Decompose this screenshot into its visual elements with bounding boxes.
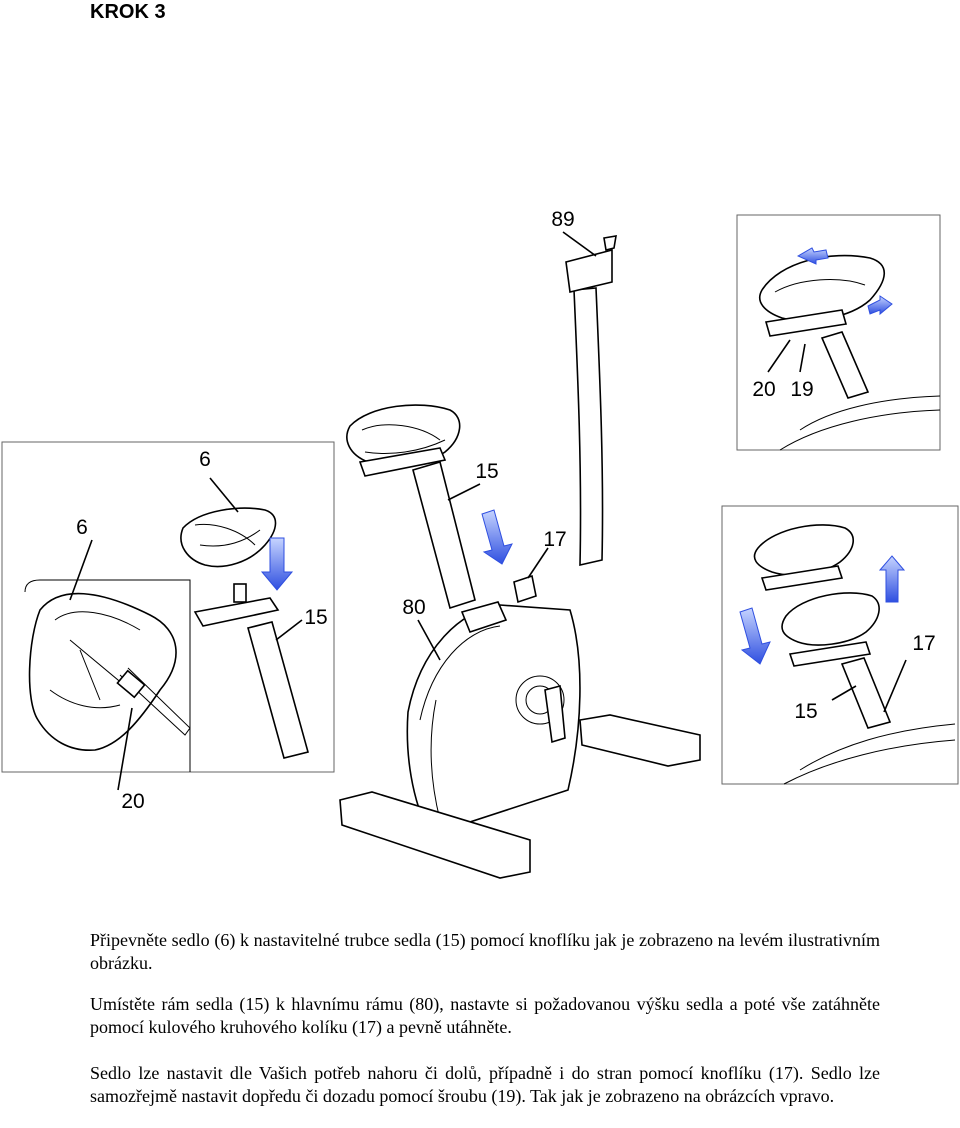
- callout-20-left: 20: [121, 790, 144, 813]
- leader-15-bottom: [831, 685, 857, 701]
- seat-upper: [753, 524, 854, 576]
- screw-89: [603, 235, 617, 251]
- seat-underside: [28, 592, 177, 751]
- callout-17-main: 17: [543, 528, 566, 551]
- arrow-down-icon: [481, 509, 513, 565]
- left-detail-panel: 6 6 15 20: [1, 441, 335, 813]
- slider-upper: [760, 565, 844, 591]
- leader-20-top: [767, 339, 791, 373]
- knob-17: [513, 574, 537, 604]
- leader-6-left: [69, 539, 93, 601]
- leader-15-left: [275, 619, 303, 641]
- arrow-down-icon: [260, 537, 294, 591]
- slider-lower: [788, 641, 872, 667]
- post-top-right: [820, 331, 870, 399]
- seat-socket: [460, 601, 508, 633]
- flywheel-hub: [515, 675, 565, 725]
- callout-6-top: 6: [199, 448, 211, 471]
- seat-tube-15: [412, 460, 476, 610]
- callout-15-left: 15: [304, 606, 327, 629]
- seat-part-6: [180, 507, 277, 568]
- instruction-paragraph-3: Sedlo lze nastavit dle Vašich potřeb nah…: [90, 1063, 880, 1106]
- slider-top-right: [764, 309, 848, 337]
- front-foot: [339, 791, 531, 879]
- arrow-up-icon: [878, 555, 906, 603]
- callout-89: 89: [551, 208, 574, 231]
- callout-17-bottom-right: 17: [912, 632, 935, 655]
- zoom-box: [24, 579, 191, 772]
- callout-20-top-right: 20: [752, 378, 775, 401]
- top-right-panel: 20 19: [736, 214, 941, 451]
- callout-15-bottom-right: 15: [794, 700, 817, 723]
- instruction-paragraph-1: Připevněte sedlo (6) k nastavitelné trub…: [90, 930, 880, 973]
- leader-89: [562, 231, 597, 257]
- arrow-left-icon: [796, 247, 829, 265]
- arrow-down-icon: [739, 607, 771, 665]
- leader-17-main: [527, 547, 549, 579]
- instruction-paragraph-2: Umístěte rám sedla (15) k hlavnímu rámu …: [90, 994, 880, 1037]
- slider-knob: [233, 583, 247, 603]
- callout-80: 80: [402, 596, 425, 619]
- leader-17-bottom: [883, 659, 907, 713]
- leader-15-main: [447, 483, 481, 501]
- arrow-right-icon: [867, 295, 893, 316]
- post-bottom-right: [840, 657, 892, 729]
- leader-80: [417, 619, 441, 661]
- step-heading: KROK 3: [90, 1, 166, 23]
- leader-19-top: [799, 343, 806, 373]
- leader-20: [117, 707, 133, 791]
- main-frame-80: [406, 604, 581, 836]
- callout-19-top-right: 19: [790, 378, 813, 401]
- console-bracket: [565, 248, 613, 293]
- assembly-illustration: 6 6 15 20 89 15: [1, 208, 959, 879]
- crank-arm: [544, 684, 566, 744]
- seat-slider-main: [358, 447, 447, 477]
- seat-lower: [781, 592, 880, 646]
- bottom-right-panel: 17 15: [721, 505, 959, 785]
- handlebar-post: [573, 287, 604, 567]
- seat-tube-15-left: [247, 621, 309, 759]
- callout-15-main: 15: [475, 460, 498, 483]
- rear-foot: [579, 714, 701, 767]
- leader-6-top: [209, 477, 239, 513]
- exercise-bike: 89 15 17 80: [339, 208, 701, 879]
- callout-6-left: 6: [76, 516, 88, 539]
